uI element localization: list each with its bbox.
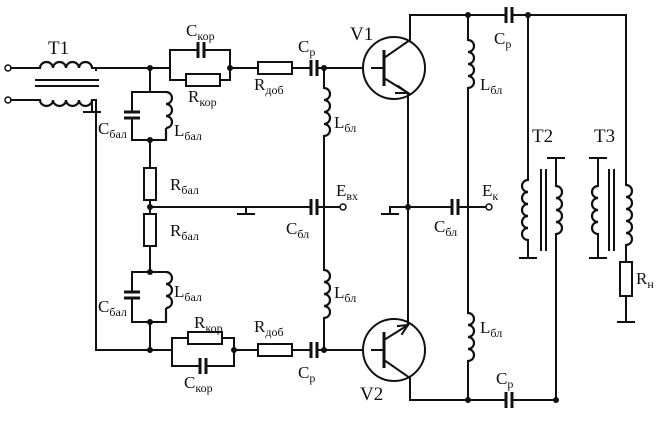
t1-label: T1 bbox=[48, 38, 69, 59]
l-bal-bottom-coil bbox=[164, 270, 174, 322]
emitter-ground-wire bbox=[389, 206, 409, 215]
t3-secondary-winding bbox=[625, 183, 634, 247]
r-load-label: Rн bbox=[636, 269, 654, 291]
l-bal-top-label: Lбал bbox=[174, 121, 202, 143]
r-bal-bottom-label: Rбал bbox=[170, 221, 199, 243]
top-correction-network: Cкор Rкор Rдоб Cр bbox=[149, 21, 373, 109]
v1-label: V1 bbox=[350, 24, 373, 45]
transformer-t3: T3 Rн bbox=[589, 126, 654, 323]
l-bl-base-bottom-label: Lбл bbox=[334, 283, 356, 305]
l-bl-collector-bottom-label: Lбл bbox=[480, 318, 502, 340]
transformer-t1: T1 bbox=[4, 38, 101, 113]
t1-secondary-winding bbox=[38, 99, 94, 108]
t2-secondary-winding bbox=[555, 184, 564, 236]
t1-primary-winding bbox=[38, 60, 94, 69]
t2-primary-winding bbox=[520, 178, 529, 242]
c-kor-bottom-label: Cкор bbox=[184, 373, 213, 395]
t3-primary-winding bbox=[590, 184, 599, 236]
e-k-terminal bbox=[485, 203, 493, 211]
c-bal-bottom-label: Cбал bbox=[98, 297, 127, 319]
c-r-bottom-label: Cр bbox=[298, 363, 315, 385]
t2-label: T2 bbox=[532, 126, 553, 147]
top-balance-tank: Cбал Lбал bbox=[98, 67, 202, 169]
l-bl-collector-bottom bbox=[467, 311, 476, 363]
e-k-label: Eк bbox=[482, 181, 498, 203]
e-vx-label: Eвх bbox=[336, 181, 358, 203]
l-bl-base-bottom bbox=[323, 268, 332, 320]
r-load bbox=[619, 261, 633, 297]
junction-dots bbox=[147, 12, 559, 403]
wire-left-return bbox=[95, 99, 151, 351]
r-bal-top-label: Rбал bbox=[170, 175, 199, 197]
c-bl-base-label: Cбл bbox=[286, 219, 309, 241]
r-bal-bottom bbox=[143, 213, 157, 247]
r-kor-top bbox=[185, 73, 221, 87]
r-kor-bottom-label: Rкор bbox=[194, 313, 223, 335]
l-bl-collector-top bbox=[467, 38, 476, 90]
r-kor-top-label: Rкор bbox=[188, 87, 217, 109]
l-bl-base-top-label: Lбл bbox=[334, 113, 356, 135]
l-bl-base-top bbox=[323, 86, 332, 138]
c-r-output-top-label: Cр bbox=[494, 29, 511, 51]
c-bl-collector-label: Cбл bbox=[434, 217, 457, 239]
c-r-top-label: Cр bbox=[298, 37, 315, 59]
l-bal-bottom-label: Lбал bbox=[174, 282, 202, 304]
bottom-correction-network: Rкор Cкор Rдоб Cр bbox=[149, 313, 373, 395]
r-bal-resistors: Rбал Rбал bbox=[143, 167, 199, 273]
collector-supply: Lбл Lбл Cбл Eк bbox=[407, 14, 507, 401]
c-kor-top-label: Cкор bbox=[186, 21, 215, 43]
transistor-v2: V2 bbox=[360, 206, 426, 405]
r-dob-bottom bbox=[257, 343, 293, 357]
l-bal-top-coil bbox=[164, 90, 174, 140]
transformer-t2: T2 bbox=[519, 126, 565, 259]
r-bal-top bbox=[143, 167, 157, 201]
r-dob-top-label: Rдоб bbox=[254, 75, 284, 97]
base-bias-network: Lбл Lбл Cбл Eвх bbox=[149, 67, 358, 351]
transistor-v1: V1 bbox=[350, 14, 426, 208]
t3-label: T3 bbox=[594, 126, 615, 147]
c-bal-top-label: Cбал bbox=[98, 119, 127, 141]
c-r-output-bottom-label: Cр bbox=[496, 369, 513, 391]
l-bl-collector-top-label: Lбл bbox=[480, 75, 502, 97]
r-dob-bottom-label: Rдоб bbox=[254, 317, 284, 339]
v2-label: V2 bbox=[360, 384, 383, 405]
e-vx-terminal bbox=[339, 203, 347, 211]
r-dob-top bbox=[257, 61, 293, 75]
